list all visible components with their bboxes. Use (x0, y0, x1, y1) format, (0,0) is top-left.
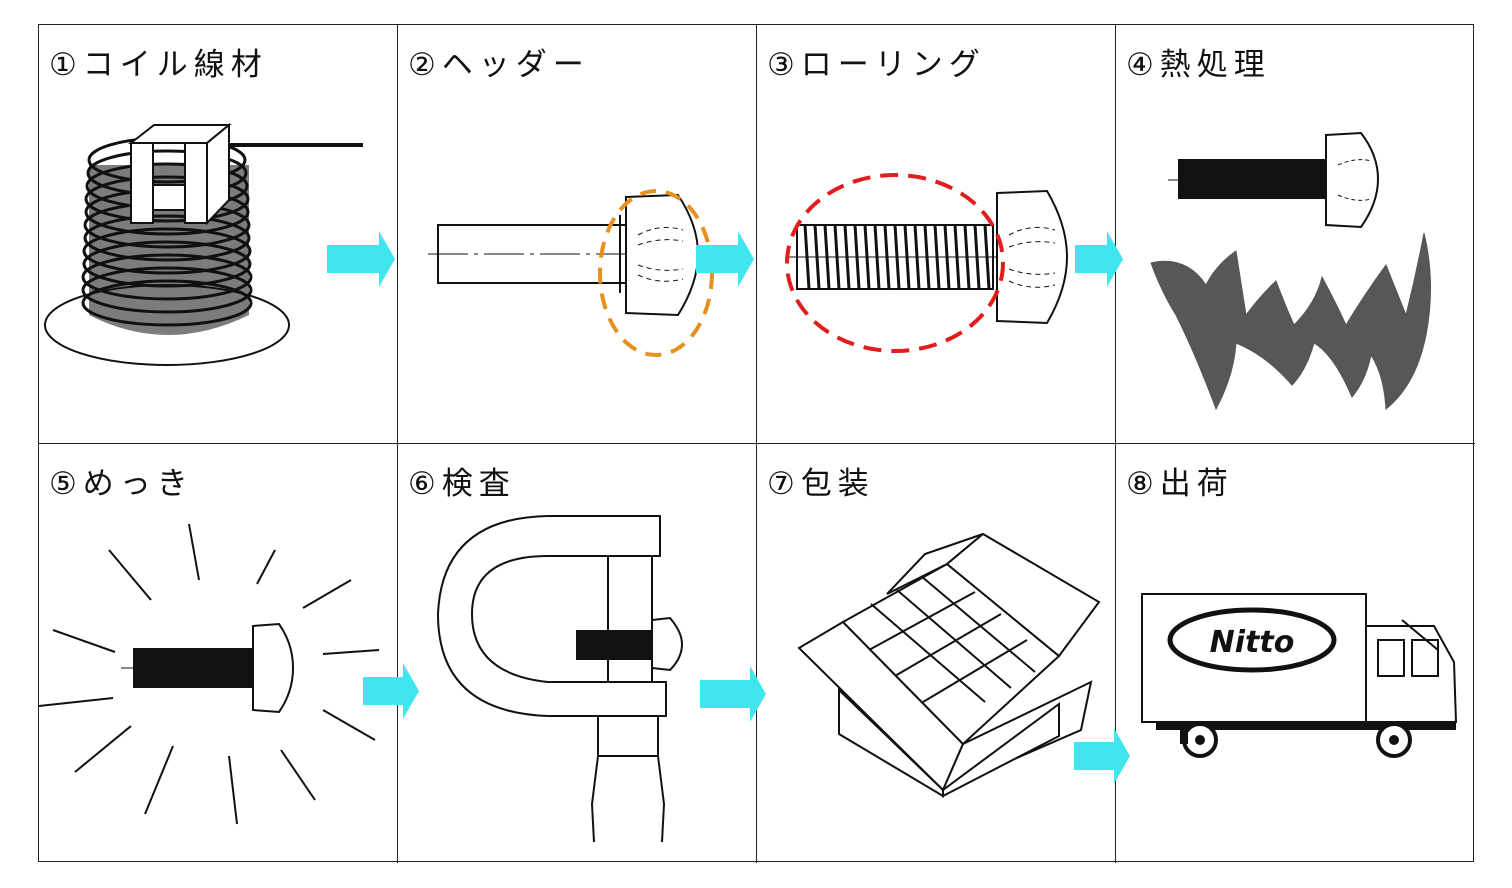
step-inspection: ⑥検査 (398, 444, 766, 863)
step-plating: ⑤めっき (38, 444, 419, 863)
step-label: ⑧出荷 (1126, 466, 1234, 502)
heat-treatment-flame-icon (1150, 131, 1432, 411)
step-rolling: ③ローリング (757, 25, 1123, 444)
step-label: ⑦包装 (767, 466, 875, 502)
rolled-screw-icon (785, 173, 1123, 353)
step-coil-wire: ①コイル線材 (39, 25, 398, 444)
header-screw-blank-icon (428, 189, 754, 357)
step-packaging: ⑦包装 (757, 444, 1116, 863)
packaging-box-icon (797, 532, 1101, 798)
delivery-truck-icon: Nitto (1074, 593, 1458, 784)
step-label: ②ヘッダー (408, 47, 590, 83)
step-shipping: ⑧出荷 Nitto (1074, 444, 1475, 863)
step-label: ⑥検査 (408, 466, 516, 502)
step-label: ④熱処理 (1126, 47, 1271, 83)
step-heat-treatment: ④熱処理 (1116, 25, 1475, 444)
inspection-gauge-icon (436, 515, 766, 843)
coil-wire-icon (44, 122, 395, 366)
step-label: ⑤めっき (49, 466, 194, 502)
plated-screw-icon (38, 523, 419, 825)
step-label: ①コイル線材 (49, 47, 268, 83)
step-label: ③ローリング (767, 47, 986, 83)
svg-text:Nitto: Nitto (1210, 625, 1295, 660)
step-header: ②ヘッダー (398, 25, 757, 444)
process-flow-grid: ①コイル線材 (38, 24, 1475, 863)
